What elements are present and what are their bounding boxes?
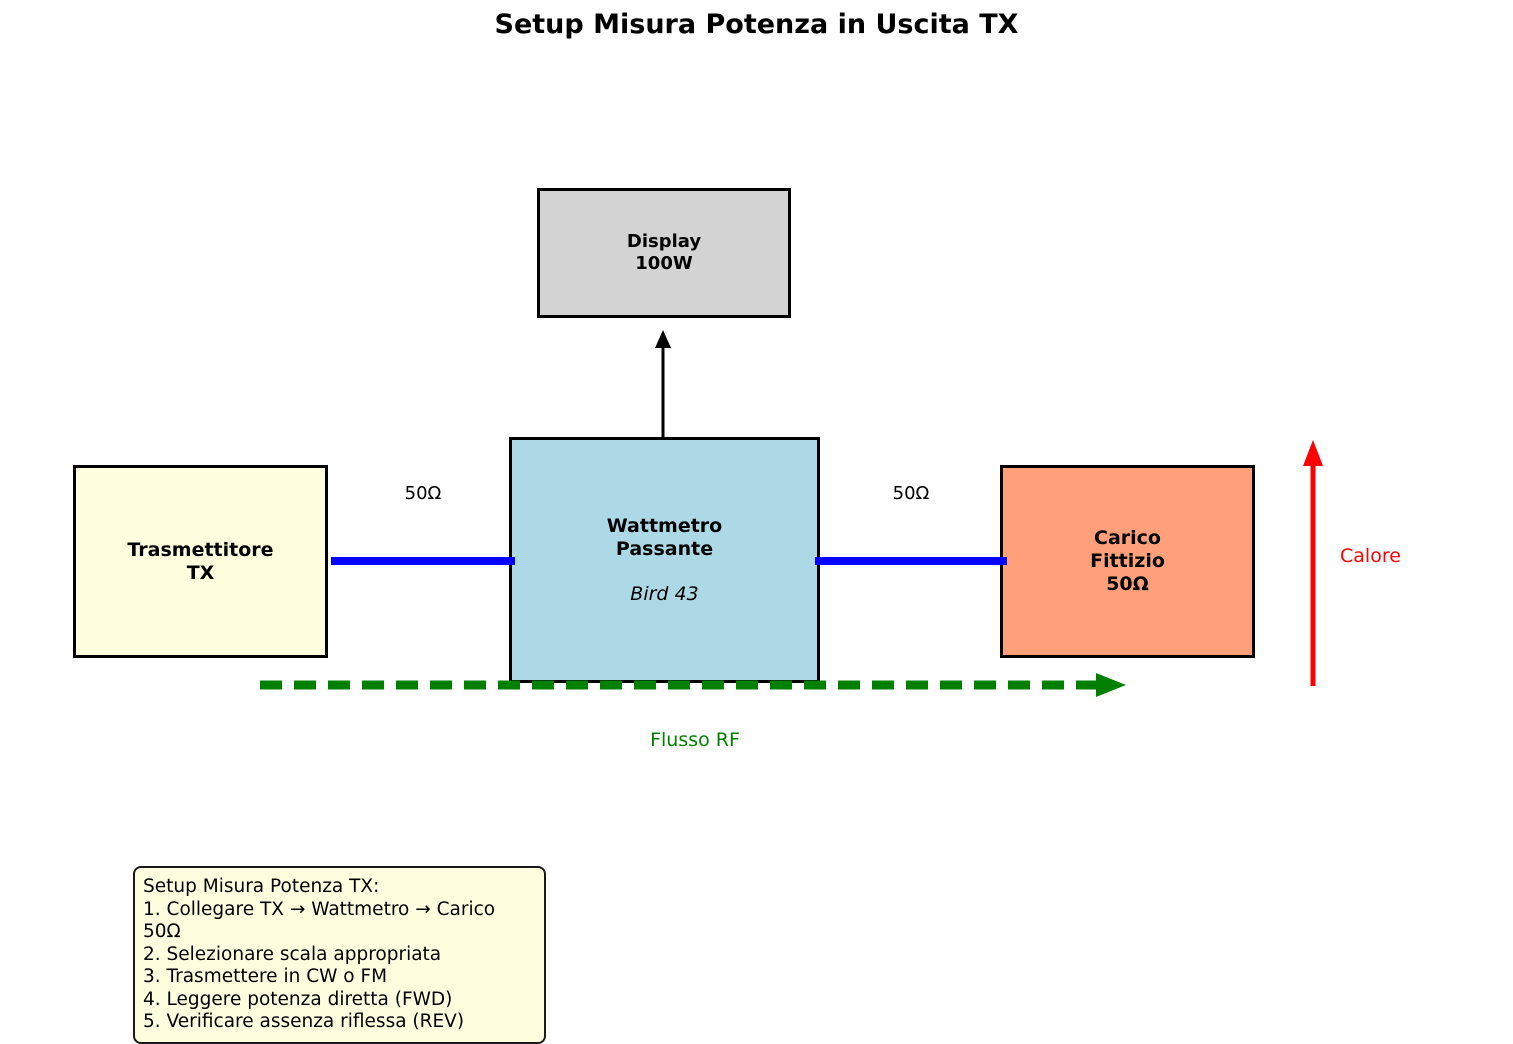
cable-wattmeter-to-load (815, 557, 1007, 565)
transmitter-block: Trasmettitore TX (73, 465, 328, 658)
procedure-legend-box: Setup Misura Potenza TX: 1. Collegare TX… (133, 866, 546, 1044)
impedance-label-left: 50Ω (404, 483, 442, 504)
impedance-label-right: 50Ω (892, 483, 930, 504)
dummy-load-block: Carico Fittizio 50Ω (1000, 465, 1255, 658)
wattmeter-block-label: Wattmetro Passante (606, 515, 723, 560)
procedure-legend-text: Setup Misura Potenza TX: 1. Collegare TX… (143, 876, 496, 1033)
diagram-canvas: Setup Misura Potenza in Uscita TX Displa… (73, 9, 1401, 1044)
dummy-load-block-label: Carico Fittizio 50Ω (1090, 527, 1165, 595)
transmitter-block-label: Trasmettitore TX (127, 538, 274, 584)
wattmeter-to-display-arrow (645, 328, 681, 438)
display-block-label: Display 100W (626, 231, 702, 274)
display-block: Display 100W (537, 188, 791, 318)
rf-flow-label: Flusso RF (650, 729, 740, 751)
heat-arrow (1296, 438, 1330, 686)
cable-tx-to-wattmeter (331, 557, 515, 565)
rf-flow-arrow (260, 672, 1130, 698)
page-title: Setup Misura Potenza in Uscita TX (494, 9, 1019, 40)
heat-label: Calore (1340, 545, 1401, 567)
wattmeter-block: Wattmetro Passante Bird 43 (509, 437, 820, 683)
wattmeter-model-label: Bird 43 (630, 582, 699, 605)
